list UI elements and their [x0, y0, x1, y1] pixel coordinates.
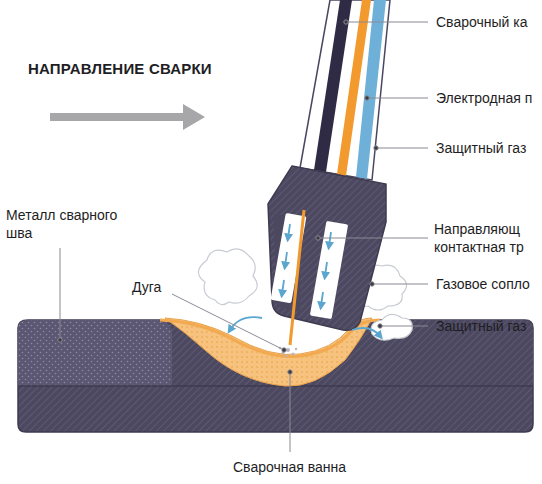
part-label: Направляющ контактная тр — [434, 220, 538, 256]
part-label: Сварочный ка — [436, 13, 527, 31]
part-label: Электродная п — [436, 89, 532, 107]
direction-arrow — [50, 104, 205, 130]
part-label: Дуга — [132, 278, 161, 296]
part-label: Защитный газ — [436, 317, 526, 335]
part-label: Металл сварного шва — [6, 206, 118, 242]
welding-cable — [300, 0, 390, 180]
gas-flow-arrows — [230, 224, 380, 336]
part-label: Газовое сопло — [436, 275, 530, 293]
part-label: Защитный газ — [436, 139, 526, 157]
leader-lines — [58, 20, 428, 452]
direction-label: НАПРАВЛЕНИЕ СВАРКИ — [28, 60, 212, 78]
part-label: Сварочная ванна — [233, 458, 346, 476]
welding-torch — [268, 166, 386, 345]
